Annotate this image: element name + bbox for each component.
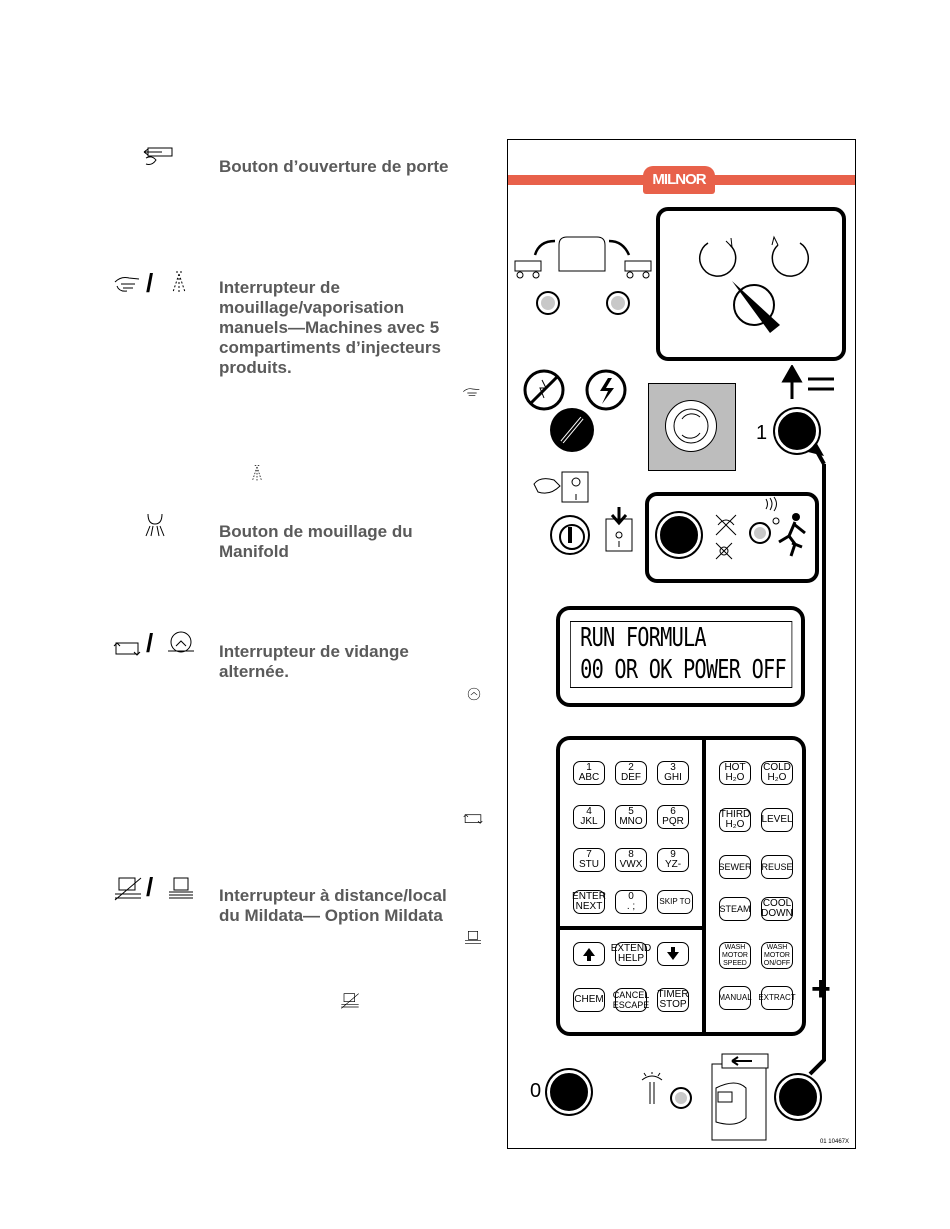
signal-icons	[715, 496, 806, 560]
up-arrow-icon	[781, 365, 834, 399]
door-open-button[interactable]	[776, 1075, 820, 1119]
bulb-icon	[168, 631, 194, 653]
drain-label: Interrupteur de vidange alternée.	[219, 642, 409, 681]
manifold-icon	[145, 513, 165, 537]
button-one-label: 1	[756, 422, 768, 444]
display-line-2: 00 OR OK POWER OFF	[580, 655, 787, 685]
hand-small-icon	[463, 388, 480, 396]
local-terminal-small-icon	[465, 931, 481, 944]
main-power-switch[interactable]	[550, 408, 594, 452]
power-off-icon	[523, 369, 565, 411]
bulb-small-icon	[467, 687, 481, 701]
emergency-stop-button[interactable]	[665, 400, 717, 452]
milnor-logo: MILNOR	[643, 166, 715, 194]
chem-key[interactable]: CHEM	[573, 988, 605, 1012]
door-button-label: Bouton d’ouverture de porte	[219, 157, 449, 176]
rotation-selector-box	[656, 207, 846, 361]
manual-flush-label: Interrupteur de mouillage/vaporisation m…	[219, 278, 442, 377]
manifold-flush-lamp	[670, 1087, 692, 1109]
spray-small-icon	[252, 465, 262, 481]
control-panel: MILNOR	[507, 139, 856, 1149]
alternate-drain-icon	[113, 642, 141, 656]
sewer-key[interactable]: SEWER	[719, 855, 752, 879]
display-line-1: RUN FORMULA	[580, 623, 707, 653]
steam-key[interactable]: STEAM	[719, 897, 751, 921]
drain-small-icon	[463, 814, 483, 824]
door-icon	[143, 147, 173, 165]
up-arrow-key[interactable]	[573, 942, 605, 966]
start-sequence-line	[808, 442, 826, 1076]
up-arrow-key-icon	[583, 948, 595, 961]
signal-lamp	[749, 522, 771, 544]
tilt-back-lamp	[536, 291, 560, 315]
tilt-machine-icon	[514, 236, 652, 279]
plus-symbol: +	[811, 970, 831, 1008]
down-arrow-key[interactable]	[657, 942, 689, 966]
keyswitch-icon	[533, 471, 589, 503]
lcd-display: RUN FORMULA 00 OR OK POWER OFF	[556, 606, 805, 707]
keyswitch[interactable]	[550, 515, 590, 555]
rotation-selector-knob[interactable]	[730, 290, 770, 330]
manual-key[interactable]: MANUAL	[718, 986, 752, 1010]
start-button[interactable]	[775, 409, 819, 453]
stop-button[interactable]	[547, 1070, 591, 1114]
power-on-icon	[585, 369, 627, 411]
door-open-panel-icon	[711, 1053, 769, 1141]
hand-icon	[114, 277, 140, 292]
slash-separator: /	[146, 268, 154, 298]
skip-to-key[interactable]: SKIP TO	[657, 890, 693, 914]
reuse-key[interactable]: REUSE	[761, 855, 793, 879]
remote-terminal-icon	[114, 877, 142, 901]
key-0[interactable]: 0. ;	[615, 890, 647, 914]
figure-code: 01 10467X	[819, 1139, 849, 1145]
button-zero-label: 0	[530, 1080, 542, 1102]
manifold-label: Bouton de mouillage du Manifold	[219, 522, 413, 561]
down-arrow-key-icon	[667, 947, 679, 960]
manifold-flush-icon	[641, 1072, 663, 1104]
mildata-label: Interrupteur à distance/local du Mildata…	[219, 886, 447, 925]
extract-key[interactable]: EXTRACT	[758, 986, 796, 1010]
level-key[interactable]: LEVEL	[761, 808, 793, 832]
signal-cancel-button[interactable]	[657, 513, 701, 557]
remote-terminal-small-icon	[341, 993, 359, 1009]
spray-icon	[172, 271, 186, 293]
signal-box	[645, 492, 819, 583]
keypad-frame	[556, 736, 806, 1036]
lcd-screen: RUN FORMULA 00 OR OK POWER OFF	[570, 621, 793, 688]
local-terminal-icon	[169, 877, 193, 899]
load-door-icon	[605, 507, 633, 552]
tilt-front-lamp	[606, 291, 630, 315]
